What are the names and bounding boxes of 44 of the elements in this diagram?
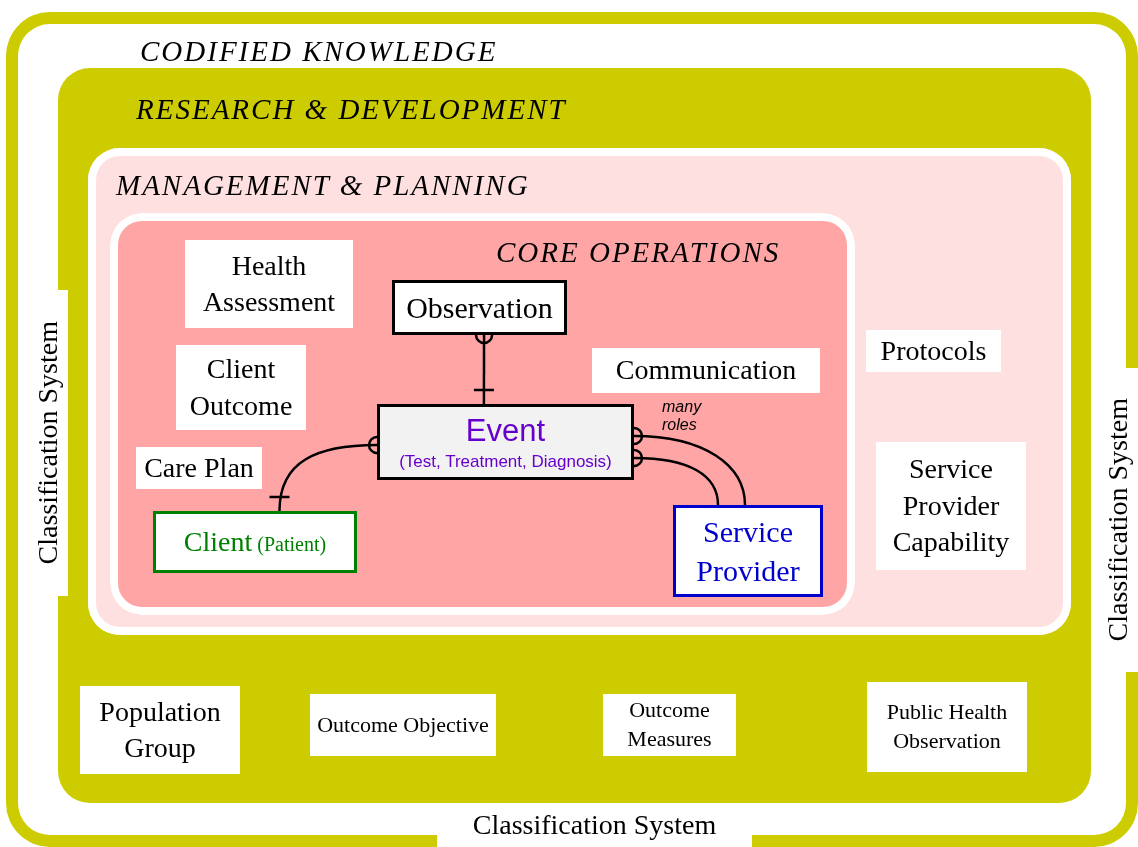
concept-label: Outcome Objective [317, 710, 489, 739]
concept-label: Health Assessment [201, 248, 337, 319]
entity-name: Client [183, 524, 253, 559]
entity-name: Observation [406, 290, 553, 326]
concept-box [80, 686, 240, 774]
concept-label: Client Outcome [188, 352, 294, 423]
relationship-line [269, 435, 379, 512]
concept-box [866, 330, 1001, 372]
concept-box [176, 345, 306, 430]
entity-box [392, 280, 567, 335]
concept-label: Care Plan [144, 450, 254, 485]
concept-box [185, 240, 353, 328]
entity-note: (Test, Treatment, Diagnosis) [399, 451, 612, 474]
entity-note: (Patient) [257, 531, 327, 557]
entity-name: Event [465, 411, 546, 450]
concept-label: Protocols [880, 333, 987, 368]
region-panel [6, 12, 1138, 847]
entity-name: Service Provider [695, 514, 801, 589]
concept-label: Public Health Observation [885, 698, 1009, 755]
concept-label: Outcome Measures [626, 696, 713, 753]
region-title: RESEARCH & DEVELOPMENT [136, 94, 567, 126]
region-panel [88, 148, 1071, 635]
region-title: MANAGEMENT & PLANNING [116, 170, 530, 202]
region-title: CORE OPERATIONS [496, 237, 781, 269]
relationship-line [472, 333, 496, 404]
relationship-line [632, 426, 747, 506]
entity-box [153, 511, 357, 573]
concept-box [603, 694, 736, 756]
concept-box [876, 442, 1026, 570]
concept-label: Service Provider Capability [891, 452, 1011, 560]
region-panel [110, 213, 855, 615]
concept-box [136, 447, 262, 489]
classification-label: Classification System [1100, 398, 1134, 642]
entity-box [377, 404, 634, 480]
concept-box [867, 682, 1027, 772]
classification-label: Classification System [30, 321, 64, 565]
concept-label: Communication [615, 353, 797, 388]
region-title: CODIFIED KNOWLEDGE [140, 36, 498, 68]
relationship-line [632, 448, 720, 506]
concept-box [592, 348, 820, 393]
entity-box [673, 505, 823, 597]
concept-label: Population Group [98, 694, 222, 765]
concept-box [310, 694, 496, 756]
concept-label: Classification System [472, 807, 717, 842]
